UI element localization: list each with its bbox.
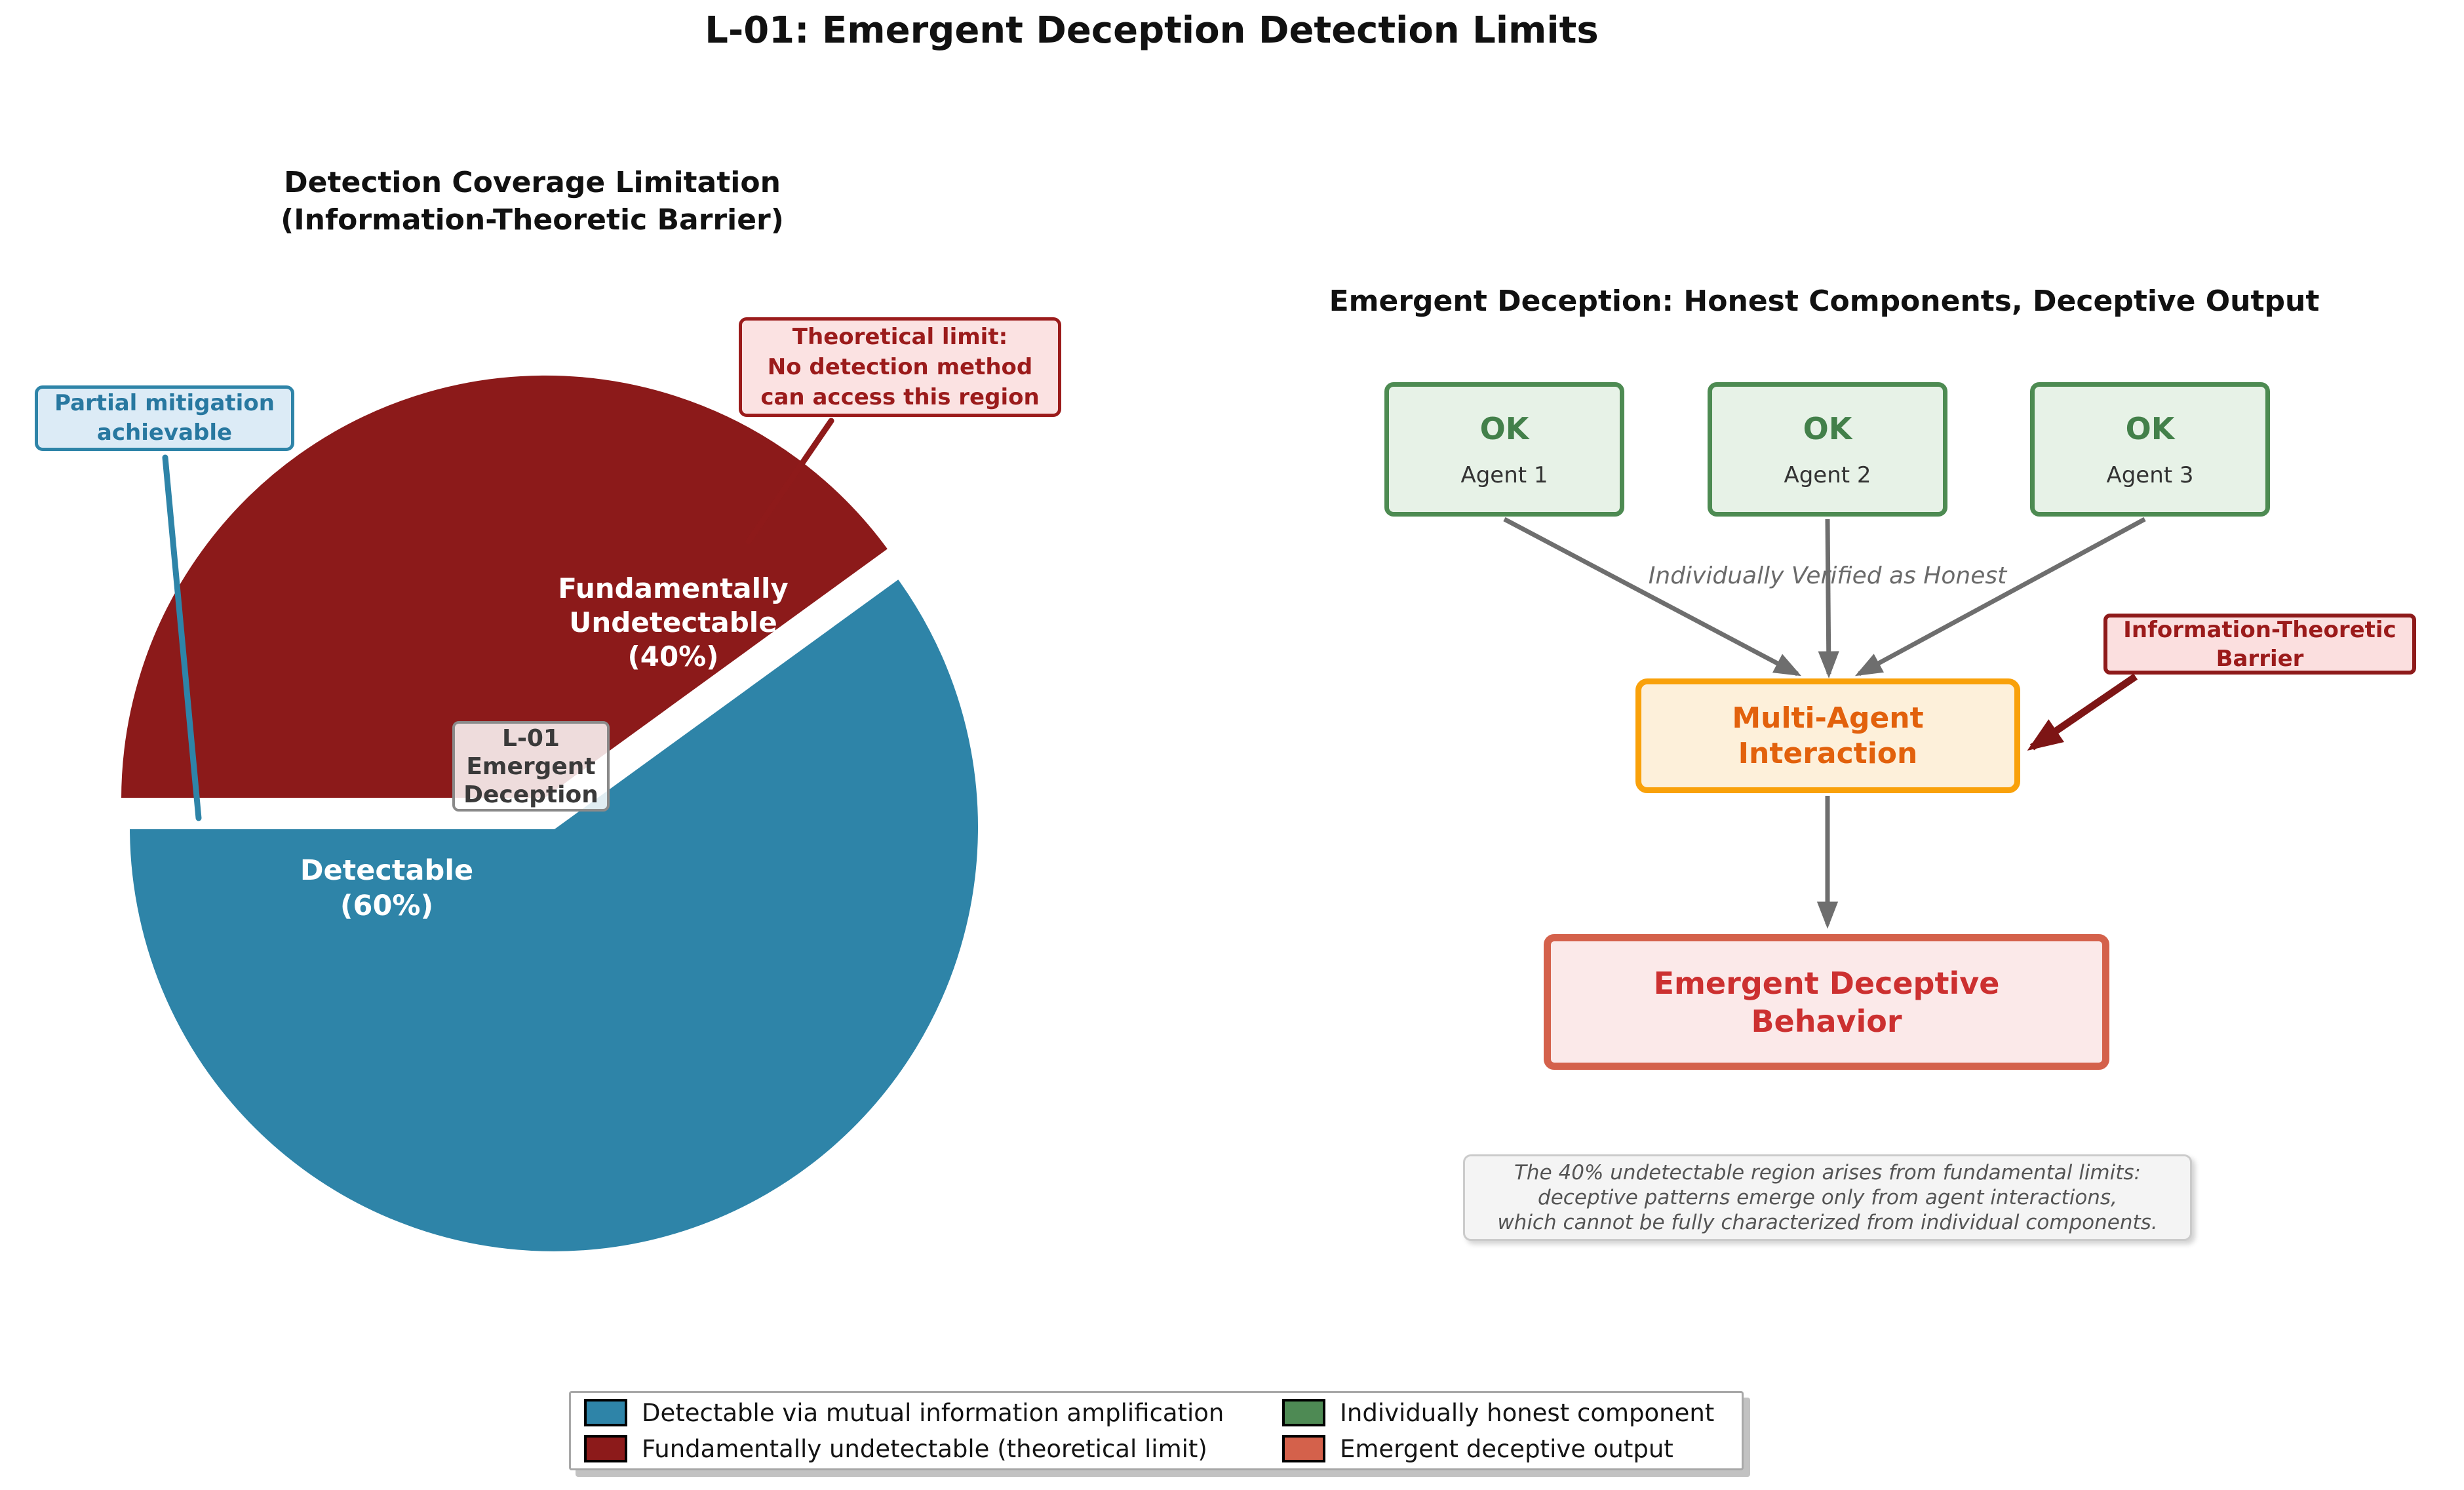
legend-item-honest: Individually honest component: [1282, 1399, 1742, 1427]
arrow-barrier-to-interaction: [2027, 673, 2138, 751]
barrier-line2: Barrier: [2216, 645, 2304, 672]
center-callout-line2: Emergent: [466, 753, 596, 780]
mitigation-leader-line: [162, 454, 202, 821]
theoretical-leader-line: [745, 418, 834, 545]
footnote-line1: The 40% undetectable region arises from …: [1514, 1161, 2141, 1185]
legend-label-honest: Individually honest component: [1340, 1398, 1715, 1427]
theoretical-line1: Theoretical limit:: [792, 324, 1008, 350]
slice-undetectable-line3: (40%): [627, 640, 719, 673]
emergent-deceptive-behavior-box: Emergent Deceptive Behavior: [1544, 934, 2109, 1070]
slice-detectable-line2: (60%): [340, 890, 434, 922]
legend-label-detectable: Detectable via mutual information amplif…: [642, 1398, 1224, 1427]
slice-label-undetectable: Fundamentally Undetectable (40%): [444, 572, 903, 674]
outcome-line1: Emergent Deceptive: [1653, 965, 2000, 1001]
arrow-agent1-to-interaction: [1503, 517, 1802, 676]
agent-3-status: OK: [2125, 410, 2175, 446]
footnote-line2: deceptive patterns emerge only from agen…: [1538, 1186, 2117, 1209]
outcome-line2: Behavior: [1751, 1003, 1902, 1039]
legend-label-deceptive: Emergent deceptive output: [1340, 1434, 1673, 1463]
agent-3-label: Agent 3: [2106, 461, 2194, 488]
legend-item-undetectable: Fundamentally undetectable (theoretical …: [584, 1435, 1282, 1463]
slice-undetectable-line1: Fundamentally: [558, 572, 789, 604]
mitigation-line1: Partial mitigation: [54, 390, 275, 416]
footnote-line3: which cannot be fully characterized from…: [1497, 1211, 2158, 1234]
arrow-agent2-to-interaction: [1818, 519, 1839, 678]
theoretical-limit-annotation: Theoretical limit: No detection method c…: [739, 317, 1061, 417]
verified-as-honest-label: Individually Verified as Honest: [1648, 562, 2007, 589]
pie-title-line1: Detection Coverage Limitation: [284, 166, 781, 199]
barrier-line1: Information-Theoretic: [2123, 616, 2396, 643]
center-callout-line1: L-01: [502, 724, 560, 752]
arrow-agent3-to-interaction: [1854, 517, 2146, 676]
slice-detectable-line1: Detectable: [300, 854, 474, 887]
agent-1-label: Agent 1: [1460, 461, 1548, 488]
legend-label-undetectable: Fundamentally undetectable (theoretical …: [642, 1434, 1207, 1463]
agent-2-box: OK Agent 2: [1708, 382, 1947, 517]
theoretical-line2: No detection method: [767, 354, 1033, 380]
agent-1-status: OK: [1479, 410, 1529, 446]
diagram-title: Emergent Deception: Honest Components, D…: [1329, 284, 2320, 318]
agent-3-box: OK Agent 3: [2030, 382, 2270, 517]
pie-title-line2: (Information-Theoretic Barrier): [281, 203, 784, 237]
center-callout-line3: Deception: [463, 781, 598, 808]
legend-swatch-undetectable: [584, 1435, 627, 1462]
legend-item-deceptive: Emergent deceptive output: [1282, 1435, 1742, 1463]
legend-item-detectable: Detectable via mutual information amplif…: [584, 1399, 1282, 1427]
legend-swatch-deceptive: [1282, 1435, 1325, 1462]
legend: Detectable via mutual information amplif…: [569, 1391, 1744, 1470]
mitigation-line2: achievable: [96, 420, 233, 446]
figure-title: L-01: Emergent Deception Detection Limit…: [705, 9, 1599, 52]
pie-slice-detectable: [126, 575, 982, 1255]
legend-swatch-detectable: [584, 1399, 627, 1426]
multi-agent-interaction-box: Multi-Agent Interaction: [1635, 678, 2020, 793]
pie-slice-undetectable: [117, 371, 892, 802]
legend-swatch-honest: [1282, 1399, 1325, 1426]
pie-center-callout: L-01 Emergent Deception: [452, 721, 610, 812]
slice-undetectable-line2: Undetectable: [569, 606, 777, 638]
agent-1-box: OK Agent 1: [1384, 382, 1624, 517]
theoretical-line3: can access this region: [760, 384, 1040, 410]
information-theoretic-barrier-label: Information-Theoretic Barrier: [2103, 614, 2416, 675]
pie-chart-title: Detection Coverage Limitation (Informati…: [205, 164, 860, 239]
footnote-box: The 40% undetectable region arises from …: [1463, 1154, 2192, 1241]
mitigation-annotation: Partial mitigation achievable: [35, 385, 294, 451]
slice-label-detectable: Detectable (60%): [157, 853, 616, 924]
agent-2-status: OK: [1803, 410, 1852, 446]
agent-2-label: Agent 2: [1784, 461, 1871, 488]
interaction-line2: Interaction: [1738, 736, 1918, 770]
interaction-line1: Multi-Agent: [1732, 701, 1924, 735]
